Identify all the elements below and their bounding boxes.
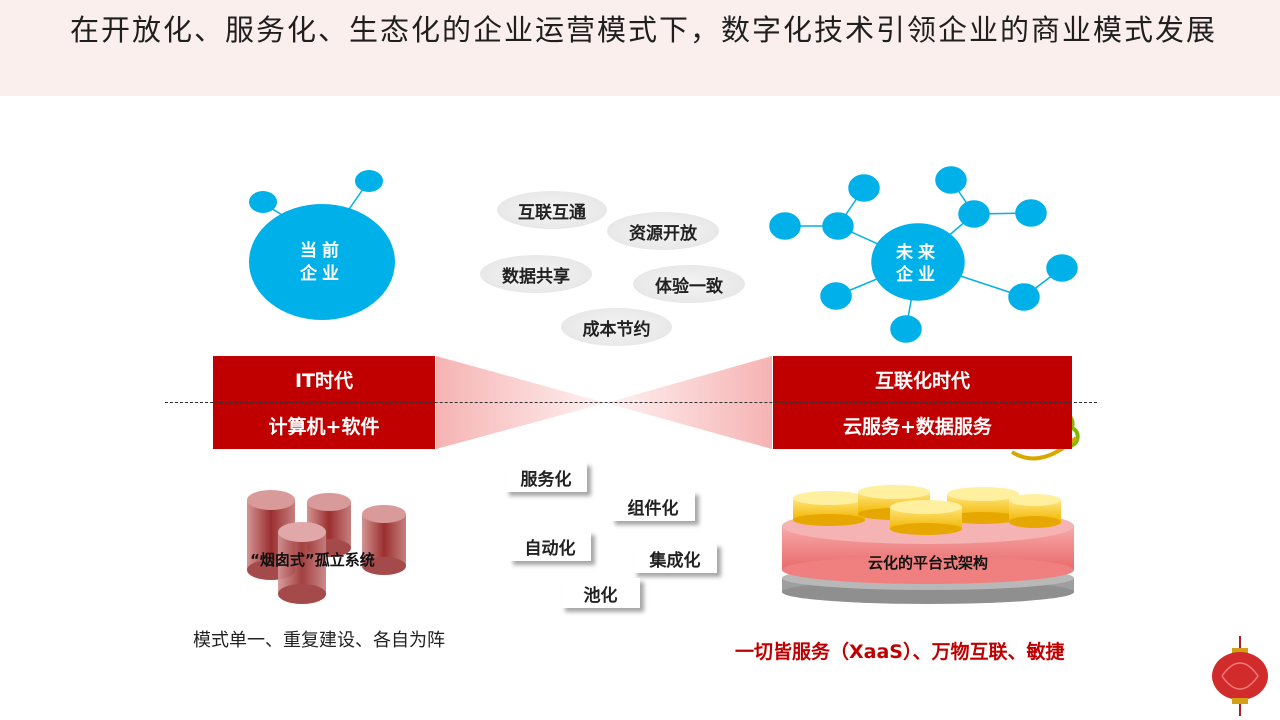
it-era-band: IT时代 (213, 356, 435, 402)
future-enterprise-line2: 企业 (896, 265, 940, 285)
future-enterprise-label: 未来 企业 (880, 242, 956, 286)
lantern-icon (1212, 636, 1268, 716)
current-enterprise-line1: 当前 (300, 241, 344, 261)
dashed-divider (165, 402, 1097, 403)
right-satellite-node (769, 212, 801, 240)
process-componentization: 组件化 (611, 491, 695, 521)
feature-interconnection: 互联互通 (497, 191, 607, 229)
process-automation: 自动化 (509, 531, 591, 561)
left-satellite-node (355, 170, 383, 192)
platform-architecture-label: 云化的平台式架构 (867, 554, 988, 572)
right-satellite-node (820, 282, 852, 310)
right-satellite-node (890, 315, 922, 343)
process-servitization: 服务化 (505, 462, 587, 492)
feature-consistent-experience: 体验一致 (633, 265, 745, 303)
future-enterprise-node (871, 223, 965, 301)
right-satellite-node (848, 174, 880, 202)
left-network (249, 170, 395, 320)
right-satellite-node (935, 166, 967, 194)
right-satellite-node (1008, 283, 1040, 311)
chimney-drums (247, 490, 406, 604)
slide-title: 在开放化、服务化、生态化的企业运营模式下，数字化技术引领企业的商业模式发展 (70, 13, 1218, 47)
right-satellite-node (1015, 199, 1047, 227)
process-integration: 集成化 (633, 543, 717, 573)
future-enterprise-line1: 未来 (896, 243, 940, 263)
cloud-platform (782, 485, 1074, 604)
cloud-data-service-band: 云服务+数据服务 (773, 402, 1072, 449)
left-caption: 模式单一、重复建设、各自为阵 (193, 630, 445, 651)
feature-data-sharing: 数据共享 (480, 255, 592, 293)
feature-cost-saving: 成本节约 (561, 308, 672, 346)
feature-resource-open: 资源开放 (607, 212, 719, 250)
left-satellite-node (249, 191, 277, 213)
right-satellite-node (1046, 254, 1078, 282)
current-enterprise-label: 当前 企业 (282, 240, 362, 286)
title-bar (0, 0, 1280, 96)
computer-software-band: 计算机+软件 (213, 402, 435, 449)
chimney-systems-label: “烟囱式”孤立系统 (250, 551, 375, 569)
current-enterprise-node (249, 204, 395, 320)
internet-era-band: 互联化时代 (773, 356, 1072, 402)
current-enterprise-line2: 企业 (300, 264, 344, 284)
right-caption: 一切皆服务（XaaS）、万物互联、敏捷 (735, 641, 1065, 663)
process-pooling: 池化 (561, 578, 640, 608)
right-satellite-node (822, 212, 854, 240)
right-network (769, 166, 1078, 343)
right-satellite-node (958, 200, 990, 228)
